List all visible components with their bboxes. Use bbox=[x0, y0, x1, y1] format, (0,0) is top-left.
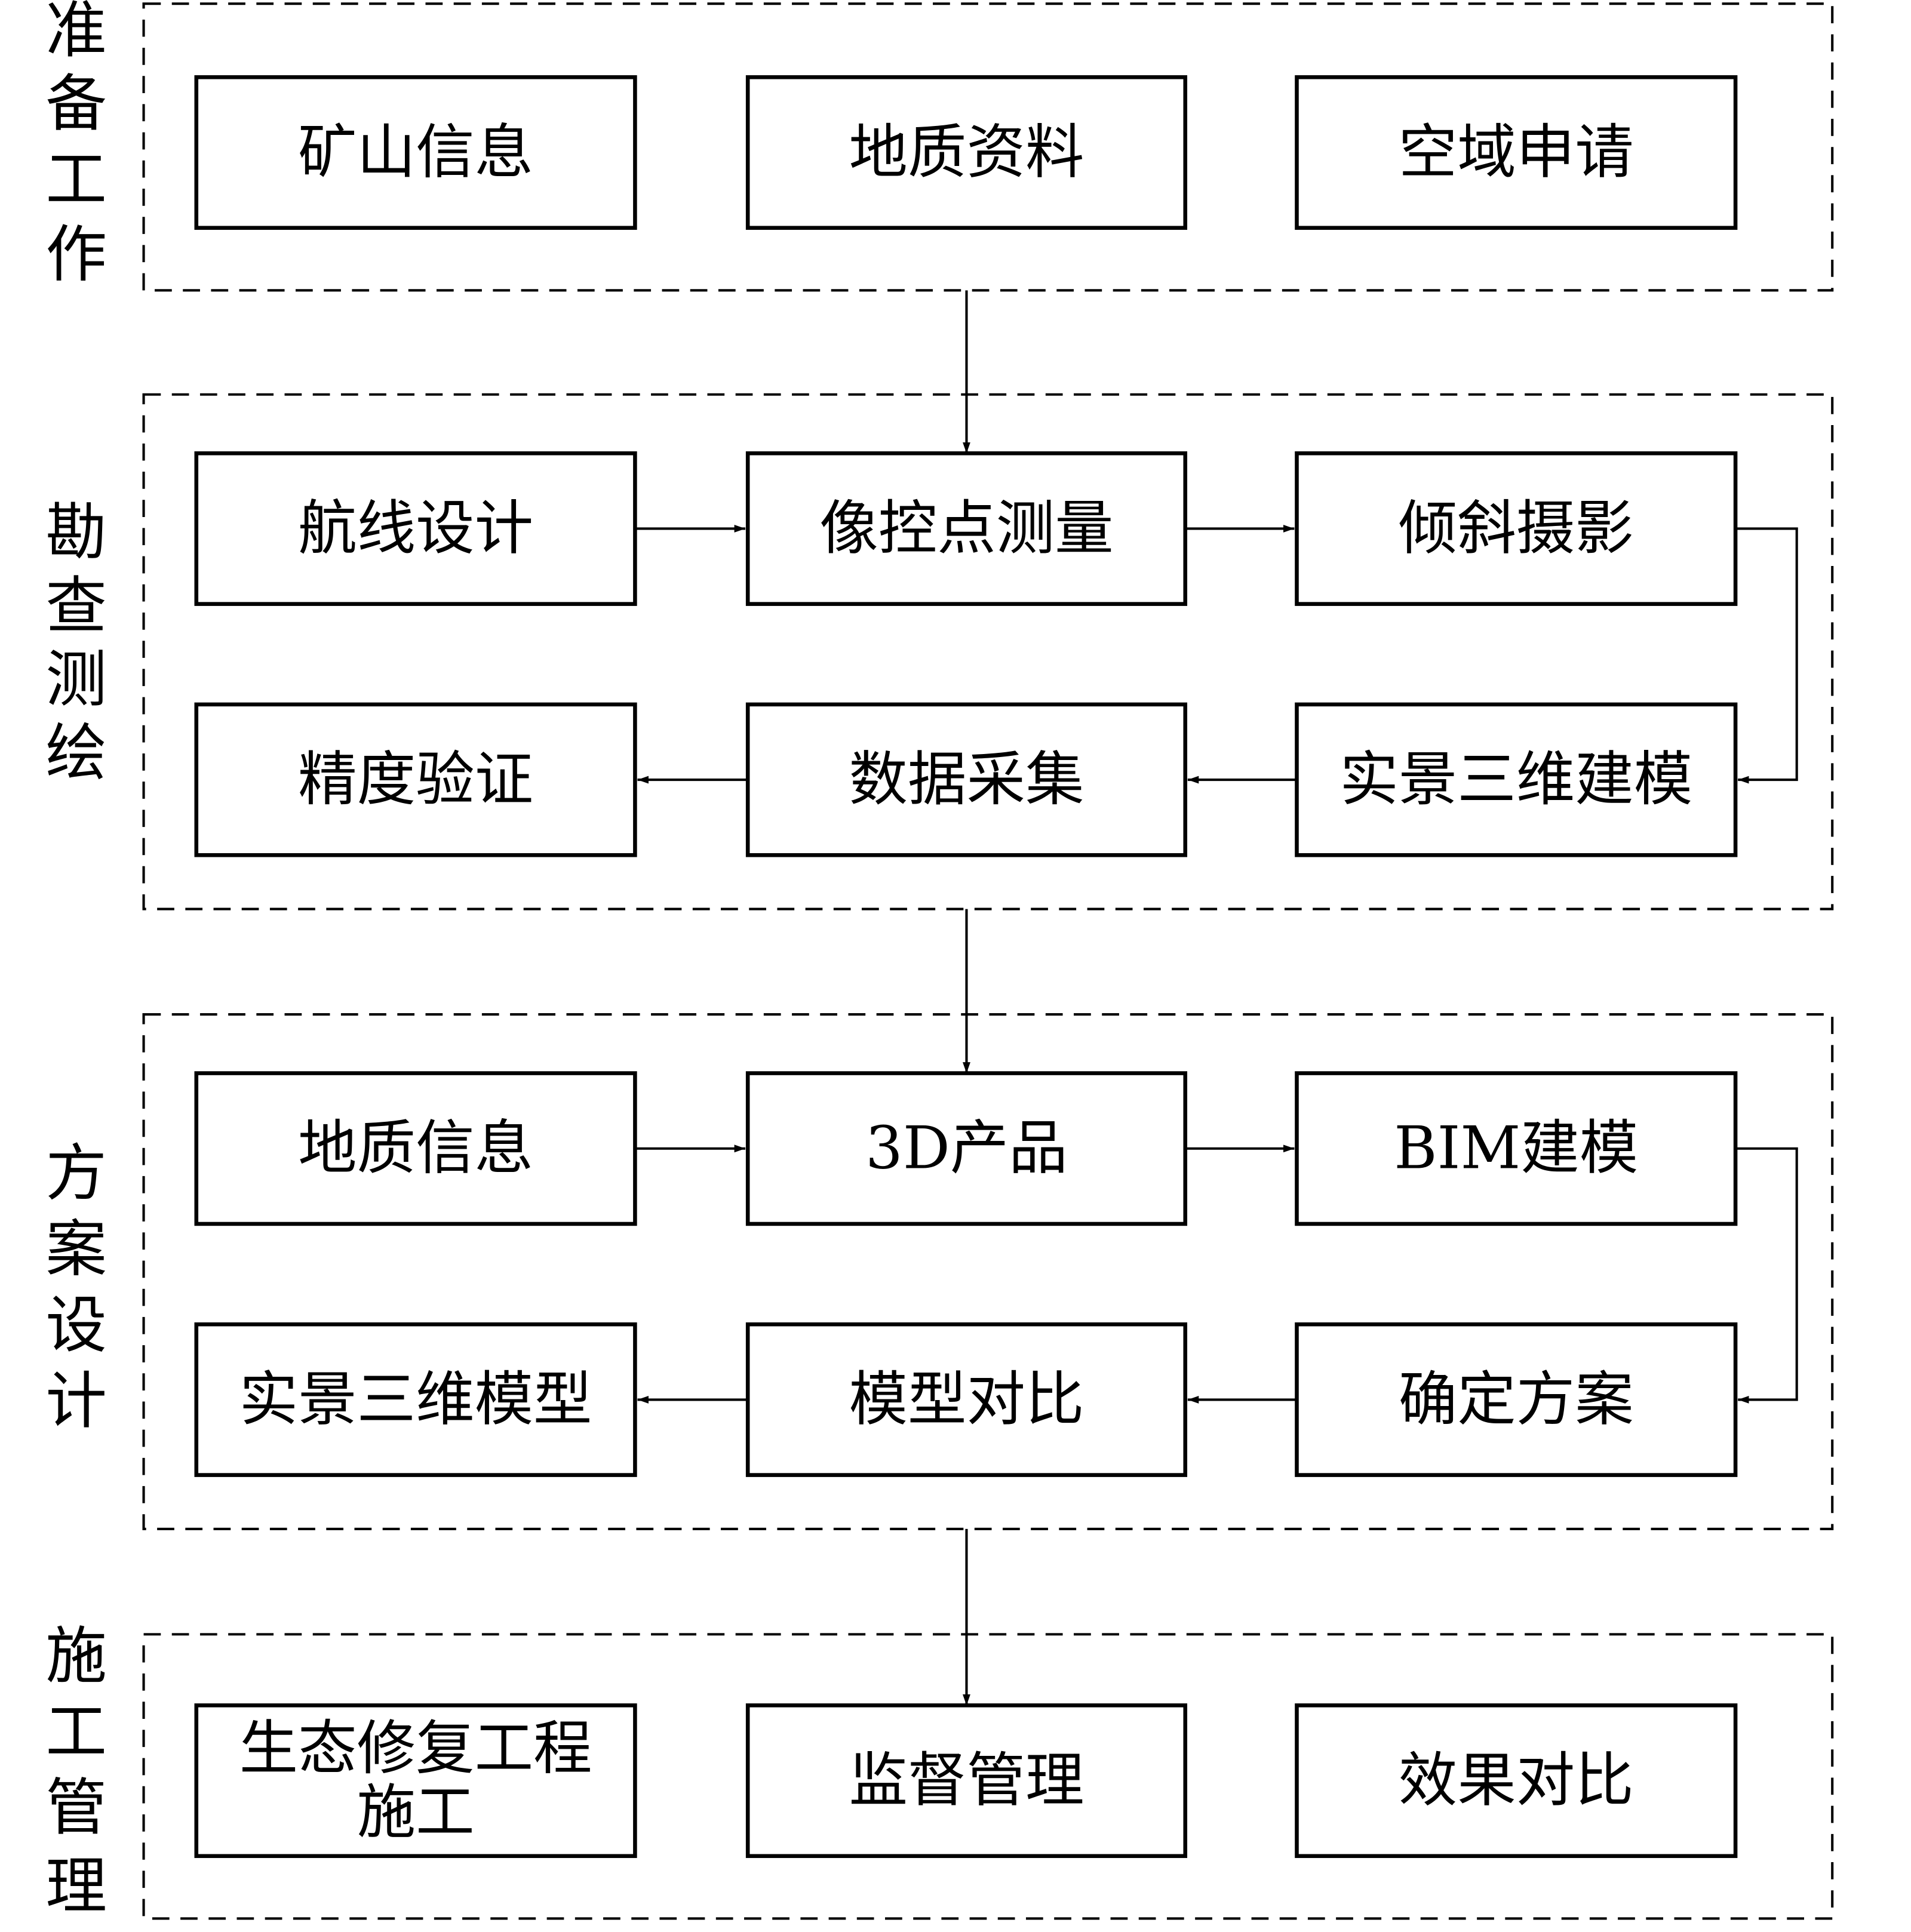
node-label: 实景三维建模 bbox=[1339, 746, 1692, 814]
stage-label-char: 测 bbox=[45, 644, 107, 715]
node-label: 3D产品 bbox=[865, 1115, 1068, 1183]
node-label: 监督管理 bbox=[849, 1747, 1084, 1815]
node-label: BIM建模 bbox=[1394, 1115, 1638, 1183]
stage-label-char: 理 bbox=[45, 1851, 107, 1922]
node-label: 矿山信息 bbox=[298, 118, 533, 186]
node-model-compare[interactable]: 模型对比 bbox=[745, 1322, 1188, 1477]
node-realscene-model[interactable]: 实景三维模型 bbox=[194, 1322, 637, 1477]
node-bim-modeling[interactable]: BIM建模 bbox=[1295, 1071, 1738, 1226]
node-box[interactable] bbox=[745, 702, 1188, 857]
node-geo-data[interactable]: 地质资料 bbox=[745, 75, 1188, 230]
stage-outline bbox=[142, 2, 1834, 292]
node-label: 生态修复工程 bbox=[239, 1715, 592, 1783]
node-oblique-photo[interactable]: 倾斜摄影 bbox=[1295, 451, 1738, 606]
node-label: 地质信息 bbox=[298, 1115, 533, 1183]
node-label: 像控点测量 bbox=[819, 494, 1113, 562]
stage-label-char: 计 bbox=[45, 1366, 107, 1437]
node-box[interactable] bbox=[745, 1322, 1188, 1477]
stage-label-char: 勘 bbox=[45, 497, 107, 568]
node-label: 效果对比 bbox=[1399, 1747, 1634, 1815]
stage-outline bbox=[142, 393, 1834, 910]
arrow-oblique-photo-to-realscene-modeling bbox=[1735, 527, 1798, 784]
node-gcp-survey[interactable]: 像控点测量 bbox=[745, 451, 1188, 606]
stage-label-char: 管 bbox=[45, 1773, 107, 1844]
stage-label-char: 施 bbox=[45, 1621, 107, 1692]
node-label: 数据采集 bbox=[849, 746, 1084, 814]
stage-label-char: 查 bbox=[45, 571, 107, 642]
node-box[interactable] bbox=[1295, 451, 1738, 606]
node-box[interactable] bbox=[745, 75, 1188, 230]
node-label: 精度验证 bbox=[298, 746, 533, 814]
node-label: 航线设计 bbox=[298, 494, 533, 562]
node-label: 模型对比 bbox=[849, 1365, 1084, 1433]
node-box[interactable] bbox=[194, 1322, 637, 1477]
stage-outline bbox=[142, 1013, 1834, 1530]
stage-label-char: 工 bbox=[45, 1697, 107, 1768]
node-label: 实景三维模型 bbox=[239, 1365, 592, 1433]
node-label: 地质资料 bbox=[849, 118, 1084, 186]
node-data-collect[interactable]: 数据采集 bbox=[745, 702, 1188, 857]
node-box[interactable] bbox=[745, 1703, 1188, 1859]
node-label: 空域申请 bbox=[1399, 118, 1634, 186]
node-label: 确定方案 bbox=[1399, 1365, 1634, 1433]
arrow-bim-modeling-to-confirm-plan bbox=[1735, 1147, 1798, 1404]
stage-label-char: 设 bbox=[45, 1290, 107, 1361]
node-box[interactable] bbox=[194, 702, 637, 857]
node-route-design[interactable]: 航线设计 bbox=[194, 451, 637, 606]
node-box[interactable] bbox=[1295, 702, 1738, 857]
node-box[interactable] bbox=[194, 1071, 637, 1226]
node-box[interactable] bbox=[194, 1703, 637, 1859]
node-box[interactable] bbox=[1295, 1071, 1738, 1226]
node-label: 倾斜摄影 bbox=[1399, 494, 1634, 562]
node-accuracy-check[interactable]: 精度验证 bbox=[194, 702, 637, 857]
stage-label-char: 方 bbox=[45, 1138, 107, 1209]
node-box[interactable] bbox=[1295, 1703, 1738, 1859]
node-realscene-modeling[interactable]: 实景三维建模 bbox=[1295, 702, 1738, 857]
node-effect-compare[interactable]: 效果对比 bbox=[1295, 1703, 1738, 1859]
node-box[interactable] bbox=[745, 1071, 1188, 1226]
stage-label-char: 作 bbox=[45, 219, 107, 290]
node-box[interactable] bbox=[745, 451, 1188, 606]
node-confirm-plan[interactable]: 确定方案 bbox=[1295, 1322, 1738, 1477]
node-box[interactable] bbox=[194, 75, 637, 230]
stage-label-char: 工 bbox=[45, 144, 107, 216]
node-supervision[interactable]: 监督管理 bbox=[745, 1703, 1188, 1859]
stage-label-char: 绘 bbox=[45, 718, 107, 789]
node-geo-info[interactable]: 地质信息 bbox=[194, 1071, 637, 1226]
node-box[interactable] bbox=[194, 451, 637, 606]
node-3d-products[interactable]: 3D产品 bbox=[745, 1071, 1188, 1226]
stage-label-char: 案 bbox=[45, 1214, 107, 1285]
node-airspace[interactable]: 空域申请 bbox=[1295, 75, 1738, 230]
node-mine-info[interactable]: 矿山信息 bbox=[194, 75, 637, 230]
node-box[interactable] bbox=[1295, 1322, 1738, 1477]
stage-label-char: 准 bbox=[45, 0, 107, 66]
node-label: 施工 bbox=[357, 1779, 475, 1847]
node-box[interactable] bbox=[1295, 75, 1738, 230]
stage-label-char: 备 bbox=[45, 69, 107, 140]
